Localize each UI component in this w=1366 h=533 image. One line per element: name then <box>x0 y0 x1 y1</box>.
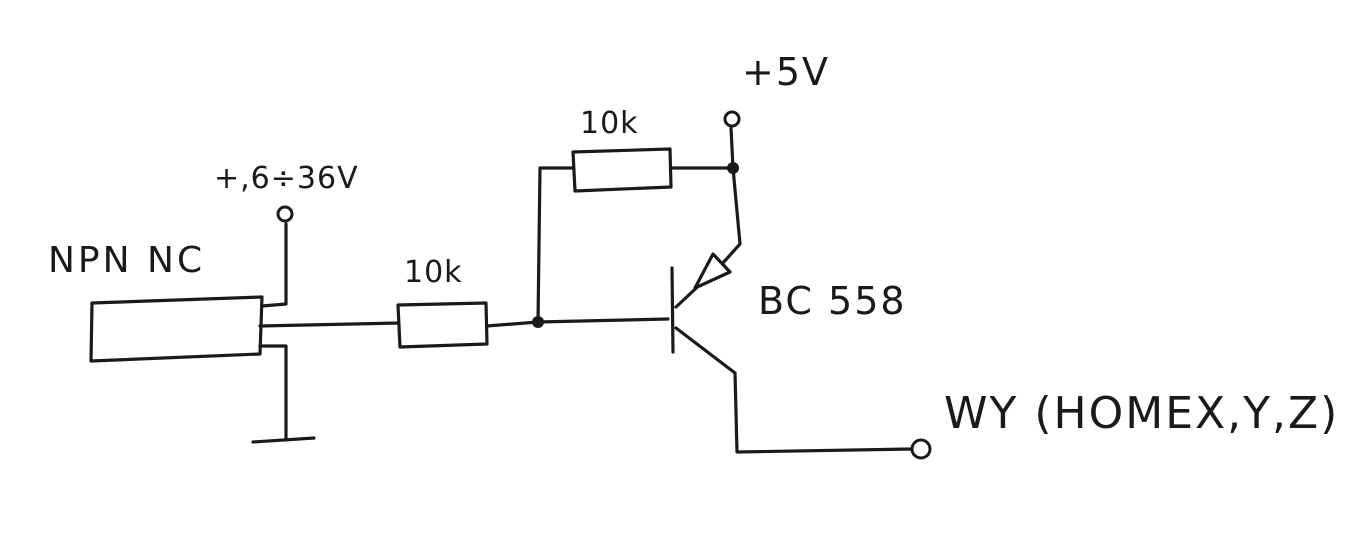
logic-supply-wire <box>729 126 735 170</box>
sensor-block <box>89 295 264 363</box>
bias-loop-wire <box>536 166 575 324</box>
transistor-label: BC 558 <box>758 279 907 323</box>
sensor-supply-wire <box>260 222 288 308</box>
transistor-base-bar <box>670 266 675 354</box>
logic-supply-label: +5V <box>742 50 830 94</box>
output-label: WY (HOMEX,Y,Z) <box>944 388 1339 439</box>
resistor-input <box>396 301 489 349</box>
output-terminal <box>910 438 932 460</box>
output-wire <box>733 371 914 454</box>
sensor-supply-terminal <box>276 205 294 223</box>
signal-wire <box>258 321 402 328</box>
sensor-supply-label: +,6÷36V <box>214 161 359 196</box>
resistor-bias <box>571 147 673 193</box>
resistor-bias-label: 10k <box>580 106 639 141</box>
ground-symbol <box>251 436 316 444</box>
base-wire <box>485 317 670 328</box>
sensor-label: NPN NC <box>48 240 205 281</box>
resistor-input-label: 10k <box>404 255 463 290</box>
transistor-collector-leg <box>674 326 737 375</box>
transistor-emitter-arrow <box>693 252 732 290</box>
logic-supply-terminal <box>723 110 741 128</box>
emitter-wire <box>720 166 742 266</box>
sensor-ground-wire <box>258 344 288 442</box>
